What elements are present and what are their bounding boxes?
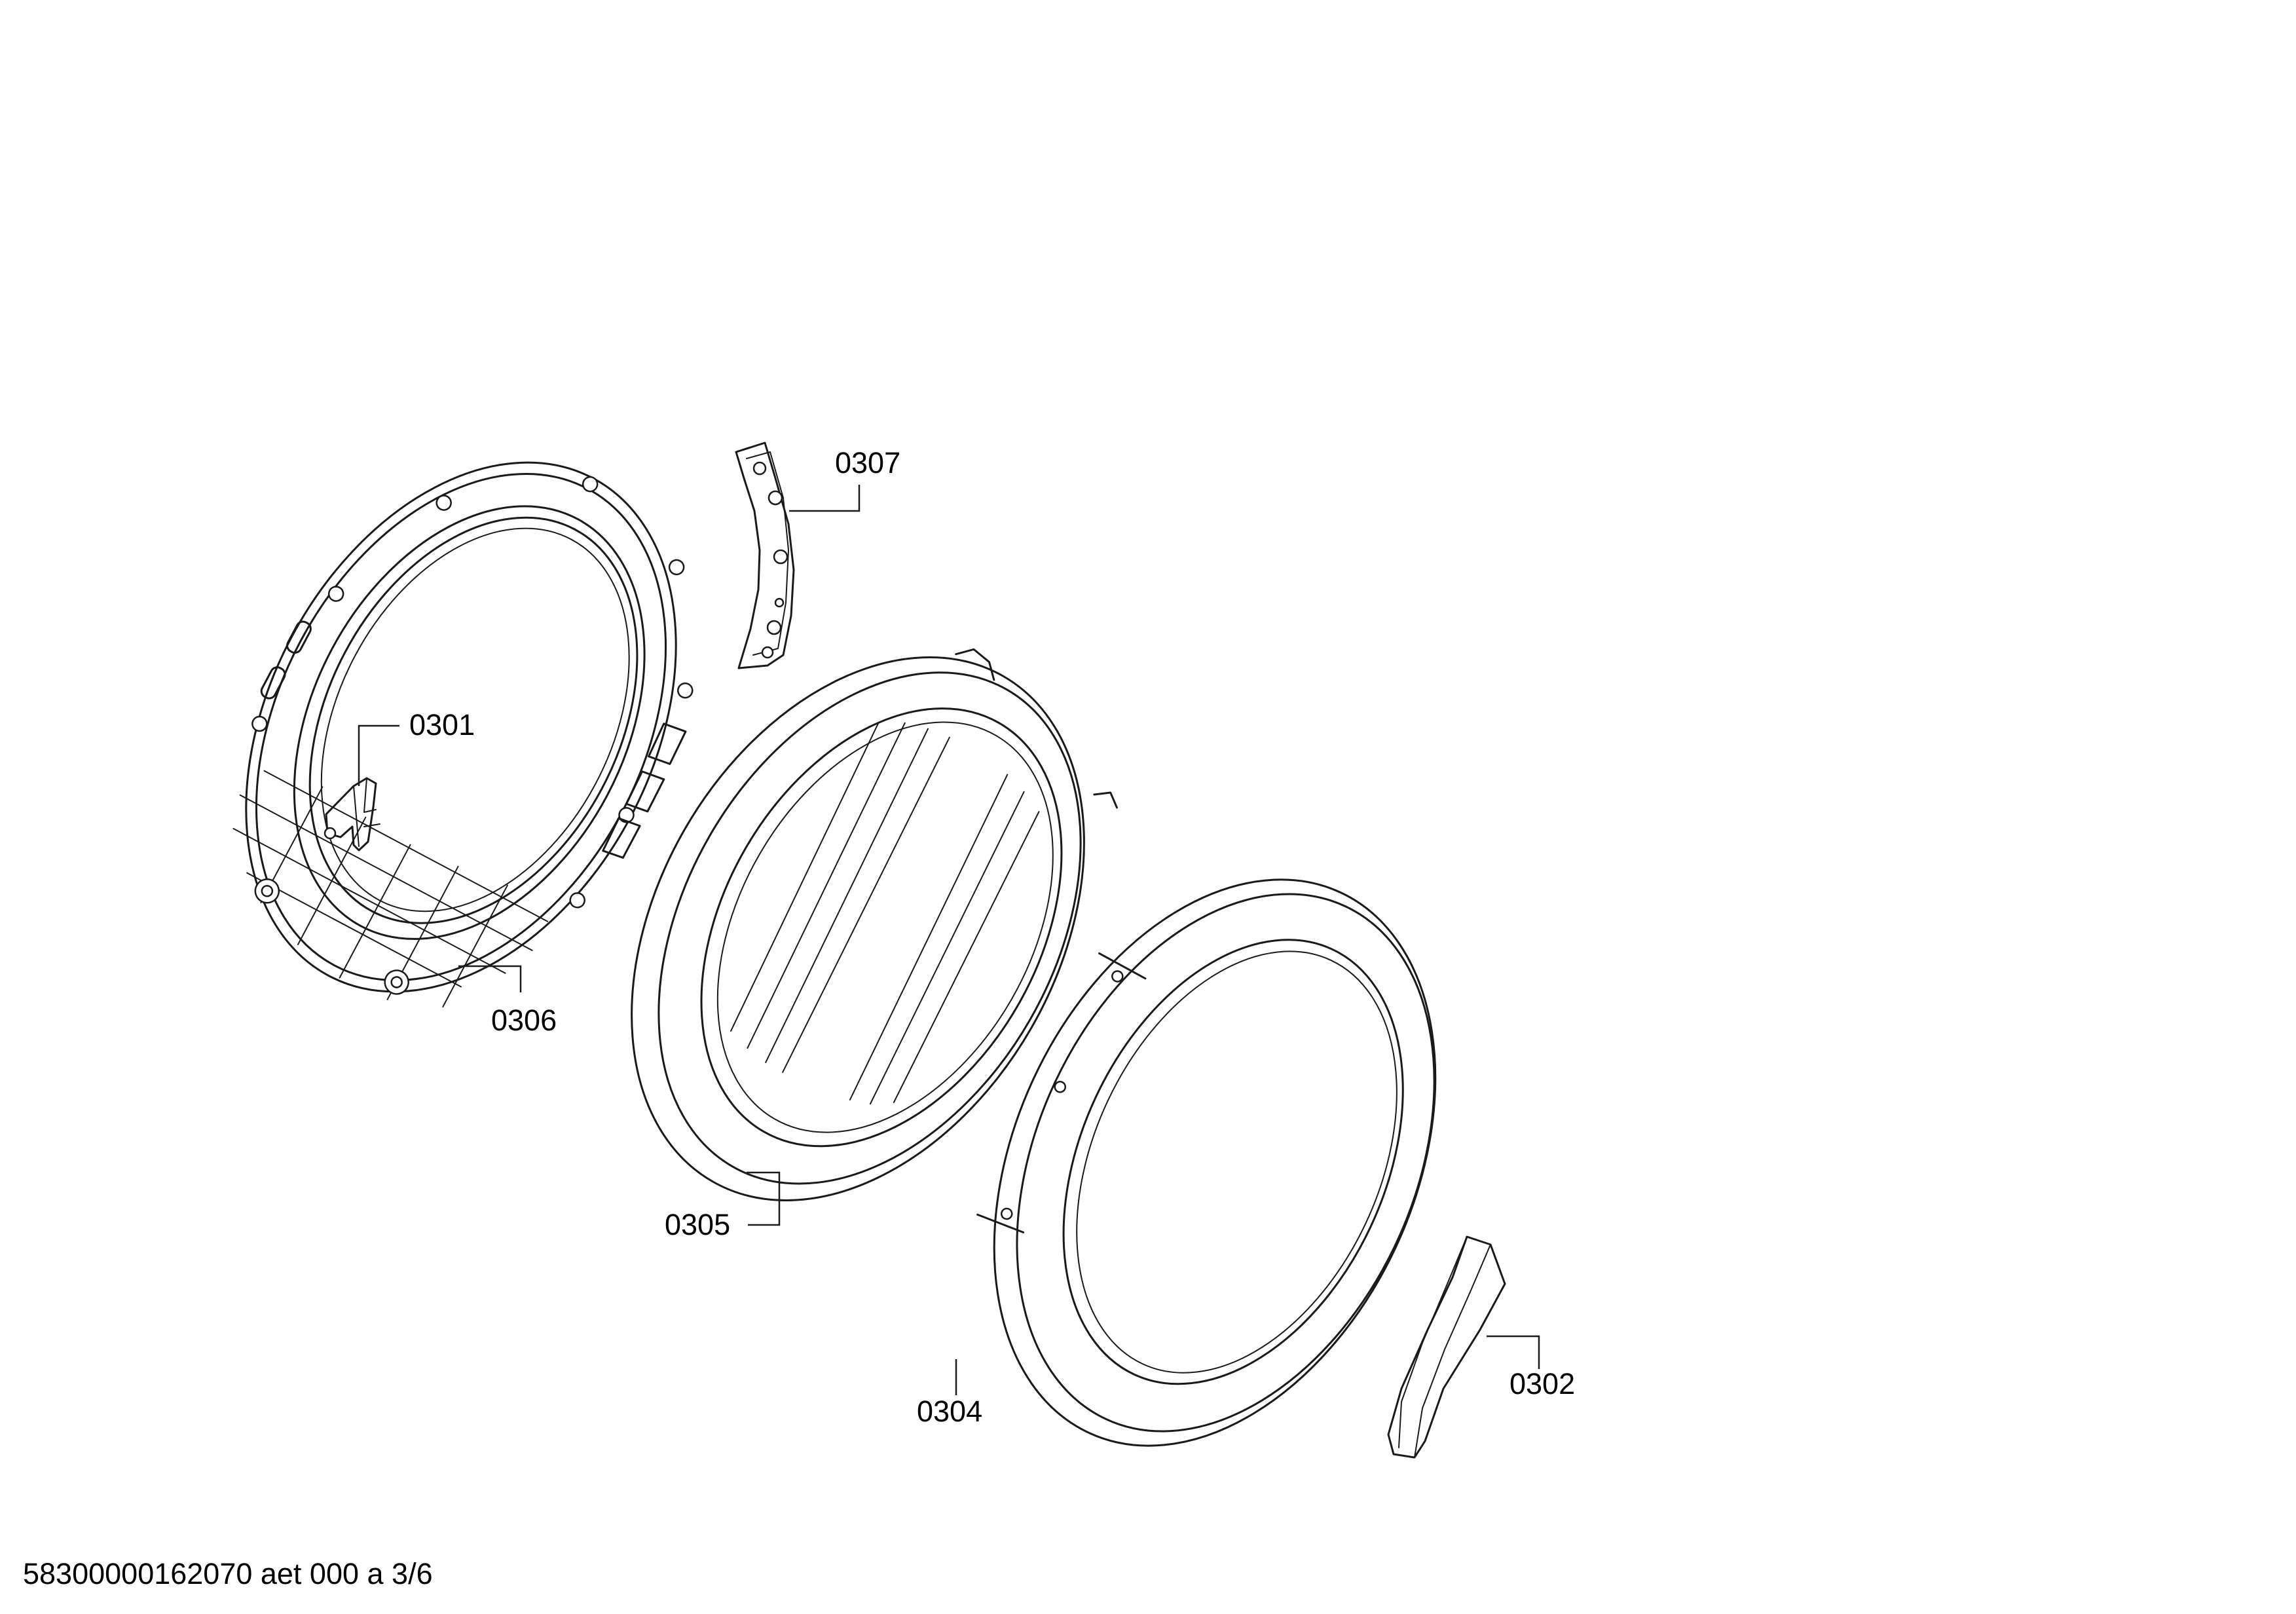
part-0305-inner-glass-bowl bbox=[631, 648, 1119, 1201]
part-0304-outer-door-ring bbox=[976, 878, 1437, 1447]
part-0302-door-handle bbox=[1387, 1235, 1506, 1459]
drawing-reference-footer: 58300000162070 aet 000 a 3/6 bbox=[23, 1557, 433, 1590]
leader-0305 bbox=[747, 1171, 781, 1226]
label-0307: 0307 bbox=[835, 446, 900, 479]
leader-lines bbox=[358, 485, 1540, 1395]
leader-0307 bbox=[789, 485, 861, 512]
part-0301-latch-hook bbox=[324, 777, 380, 852]
leader-0301 bbox=[358, 724, 399, 786]
label-0302: 0302 bbox=[1509, 1367, 1575, 1400]
label-0301: 0301 bbox=[409, 708, 475, 741]
part-0307-hinge-bracket bbox=[735, 441, 795, 669]
leader-0306 bbox=[458, 965, 522, 992]
part-0306-inner-door-frame bbox=[232, 461, 694, 1007]
label-0305: 0305 bbox=[665, 1208, 730, 1241]
label-0304: 0304 bbox=[917, 1395, 982, 1428]
label-0306: 0306 bbox=[491, 1004, 557, 1037]
leader-0302 bbox=[1487, 1335, 1540, 1369]
